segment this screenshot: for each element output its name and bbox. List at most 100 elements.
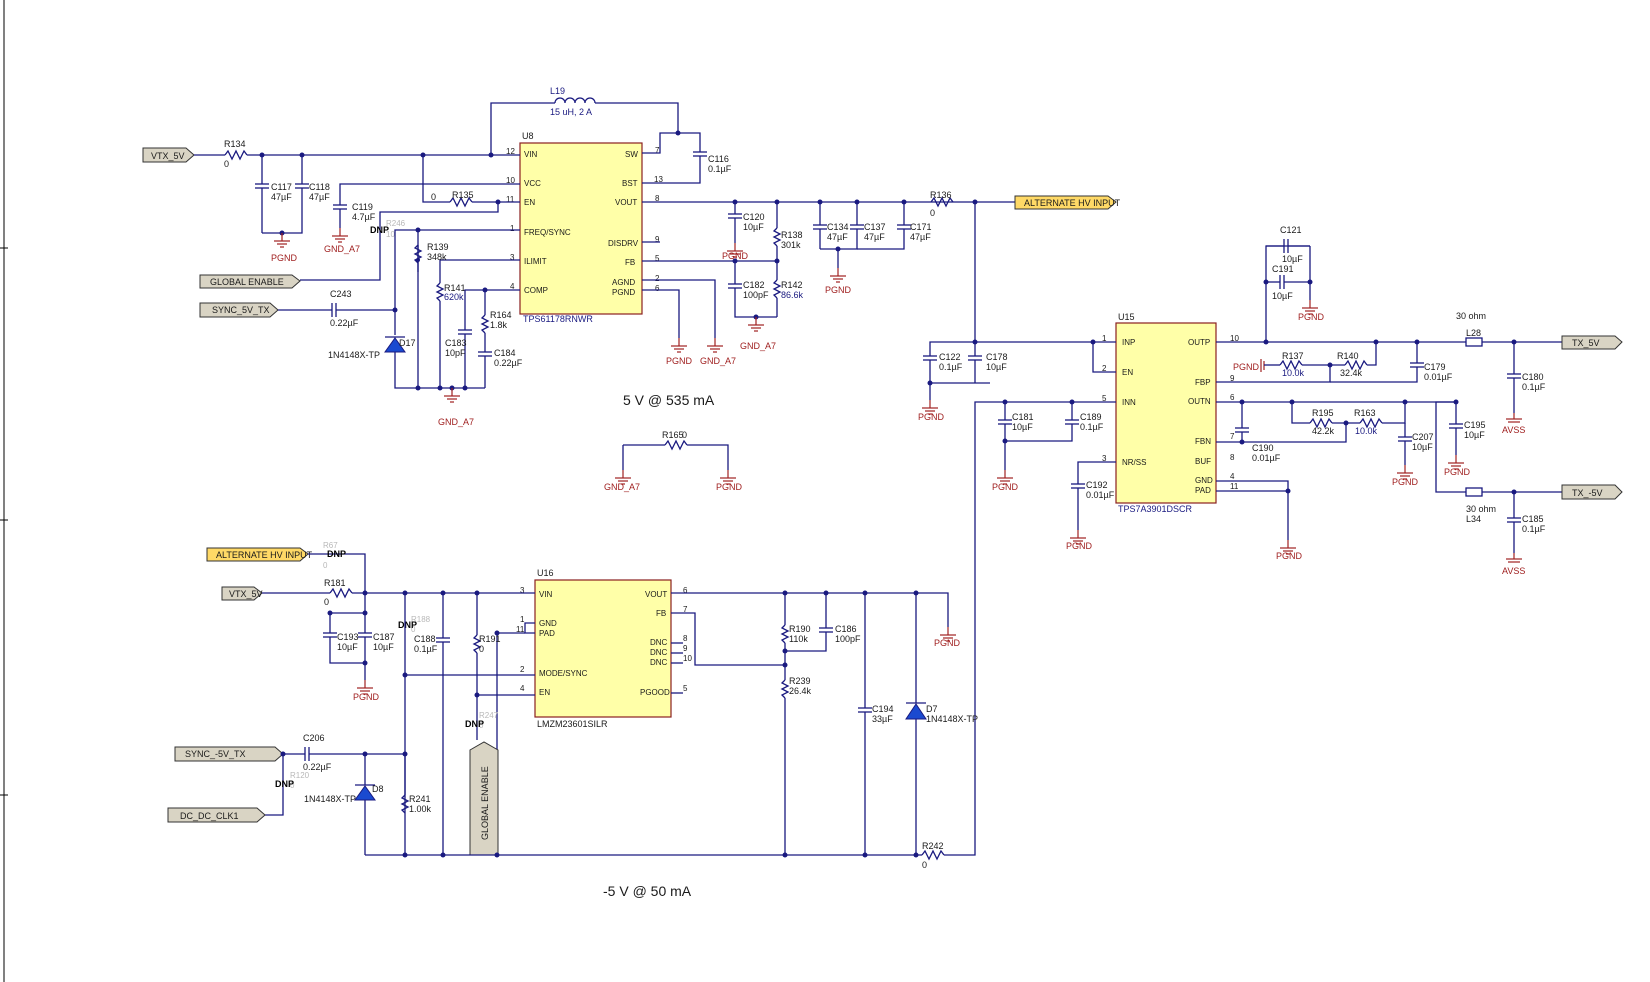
svg-text:GND_A7: GND_A7 [740, 341, 776, 351]
c178[interactable]: C178 10µF [968, 342, 1008, 383]
svg-text:3: 3 [510, 253, 515, 262]
c179[interactable]: C179 0.01µF [1330, 342, 1453, 383]
svg-text:BUF: BUF [1195, 457, 1211, 466]
svg-text:PAD: PAD [1195, 486, 1211, 495]
svg-text:C122: C122 [939, 352, 961, 362]
c188[interactable]: C188 0.1µF [414, 593, 450, 855]
svg-text:6: 6 [683, 586, 688, 595]
l19[interactable]: L19 15 uH, 2 A [550, 86, 596, 117]
c190[interactable]: C190 0.01µF [1235, 402, 1281, 463]
d8[interactable]: D8 1N4148X-TP [304, 754, 384, 855]
r139[interactable]: R139 348k [413, 242, 449, 272]
c183[interactable]: C183 10pF [445, 329, 472, 388]
svg-text:D8: D8 [372, 784, 384, 794]
c180[interactable]: C180 0.1µF AVSS [1502, 342, 1546, 435]
u15-left-pins: INP 1 EN 2 INN 5 NR/SS 3 [1102, 334, 1146, 467]
c191[interactable]: C191 10µF [1266, 264, 1310, 301]
r181[interactable]: R181 0 [324, 578, 353, 607]
svg-text:R138: R138 [781, 230, 803, 240]
c186[interactable]: C186 100pF [785, 593, 861, 652]
net-port-sync-m5v-tx[interactable]: SYNC_-5V_TX [174, 746, 284, 762]
net-port-tx-5v[interactable]: TX_5V [1561, 335, 1623, 350]
svg-text:R120: R120 [290, 771, 310, 780]
svg-text:C185: C185 [1522, 514, 1544, 524]
net-port-global-enable[interactable]: GLOBAL ENABLE [199, 274, 301, 289]
c134[interactable]: C134 47µF [813, 202, 849, 249]
c192[interactable]: C192 0.01µF PGND [1066, 480, 1115, 551]
c182[interactable]: C182 100pF [728, 261, 777, 318]
c193[interactable]: C193 10µF [323, 613, 365, 664]
svg-text:INN: INN [1122, 398, 1136, 407]
svg-text:C182: C182 [743, 280, 765, 290]
r239[interactable]: R239 26.4k [780, 676, 812, 855]
svg-text:VOUT: VOUT [645, 590, 667, 599]
r136[interactable]: R136 0 [930, 190, 954, 218]
u8-body[interactable] [519, 142, 643, 315]
c171[interactable]: C171 47µF [857, 202, 932, 250]
c116[interactable]: C116 0.1µF [693, 151, 732, 174]
c119[interactable]: C119 4.7µF GND_A7 [324, 202, 376, 254]
svg-text:C191: C191 [1272, 264, 1294, 274]
u16-left-pins: VIN 3 GND 1 PAD 11 MODE/SYNC 2 EN 4 [516, 586, 588, 697]
svg-text:2: 2 [655, 274, 660, 283]
c184[interactable]: C184 0.22µF [478, 348, 523, 388]
svg-text:C187: C187 [373, 632, 395, 642]
svg-text:ALTERNATE HV INPUT: ALTERNATE HV INPUT [216, 550, 313, 560]
svg-text:0: 0 [323, 561, 328, 570]
c185[interactable]: C185 0.1µF AVSS [1502, 492, 1546, 576]
c181[interactable]: C181 10µF [998, 402, 1034, 470]
u16-body[interactable] [534, 579, 672, 718]
svg-text:PGND: PGND [666, 356, 693, 366]
svg-text:47µF: 47µF [910, 232, 931, 242]
net-port-alt-hv-in[interactable]: ALTERNATE HV INPUT [206, 547, 313, 562]
r191[interactable]: R191 0 [472, 593, 501, 672]
svg-text:GND: GND [1195, 476, 1213, 485]
r241[interactable]: R241 1.00k [400, 754, 432, 814]
r165[interactable]: R165 0 GND_A7 PGND [604, 430, 743, 492]
net-port-vtx5v-bottom[interactable]: VTX_5V [221, 586, 263, 601]
c194[interactable]: C194 33µF [858, 593, 894, 855]
r164[interactable]: R164 1.8k [480, 310, 512, 352]
net-port-dc-dc-clk1[interactable]: DC_DC_CLK1 [167, 807, 266, 823]
net-port-alt-hv-out[interactable]: ALTERNATE HV INPUT [1014, 195, 1121, 210]
svg-text:R164: R164 [490, 310, 512, 320]
c206[interactable]: C206 0.22µF [303, 733, 332, 772]
svg-text:PGND: PGND [992, 482, 1019, 492]
svg-text:C178: C178 [986, 352, 1008, 362]
c117[interactable]: C117 47µF [255, 155, 292, 233]
c187[interactable]: C187 10µF [358, 613, 395, 680]
r140[interactable]: R140 32.4k [1337, 342, 1377, 378]
net-port-global-enable-v[interactable]: GLOBAL ENABLE [469, 741, 499, 856]
r137[interactable]: R137 10.0k [1264, 351, 1345, 378]
u16-section: U16 LMZM23601SILR VIN 3 GND 1 PAD 11 MOD… [167, 541, 978, 899]
svg-text:TPS7A3901DSCR: TPS7A3901DSCR [1118, 504, 1193, 514]
r242[interactable]: R242 0 [921, 841, 976, 870]
d7[interactable]: D7 1N4148X-TP [905, 593, 978, 855]
l28[interactable]: 30 ohm L28 [1456, 311, 1486, 347]
l34[interactable]: 30 ohm L34 [1465, 487, 1496, 524]
r163[interactable]: R163 10.0k [1354, 402, 1406, 436]
r141[interactable]: R141 620k [435, 282, 466, 388]
svg-text:3: 3 [520, 586, 525, 595]
r138[interactable]: R138 301k [772, 202, 803, 261]
r142[interactable]: R142 86.6k [772, 261, 804, 317]
c195[interactable]: C195 10µF PGND [1444, 402, 1486, 477]
svg-text:R242: R242 [922, 841, 944, 851]
c189[interactable]: C189 0.1µF [1005, 402, 1104, 442]
c121[interactable]: C121 10µF [1266, 225, 1310, 264]
svg-text:PGND: PGND [722, 251, 749, 261]
c207[interactable]: C207 10µF PGND [1392, 423, 1434, 487]
net-port-sync-5v-tx[interactable]: SYNC_5V_TX [199, 302, 279, 318]
r195[interactable]: R195 42.2k [1309, 408, 1360, 436]
u15-body[interactable] [1115, 322, 1217, 504]
svg-text:BST: BST [622, 179, 638, 188]
net-port-vtx5v-top[interactable]: VTX_5V [142, 147, 195, 163]
net-port-tx-m5v[interactable]: TX_-5V [1561, 484, 1623, 500]
svg-text:C243: C243 [330, 289, 352, 299]
c118[interactable]: C118 47µF [262, 155, 330, 234]
d17[interactable]: D17 1N4148X-TP [328, 336, 416, 360]
svg-text:10µF: 10µF [743, 222, 764, 232]
c120[interactable]: C120 10µF PGND [722, 202, 765, 261]
svg-text:0.1µF: 0.1µF [1080, 422, 1104, 432]
c243[interactable]: C243 0.22µF [330, 289, 359, 328]
